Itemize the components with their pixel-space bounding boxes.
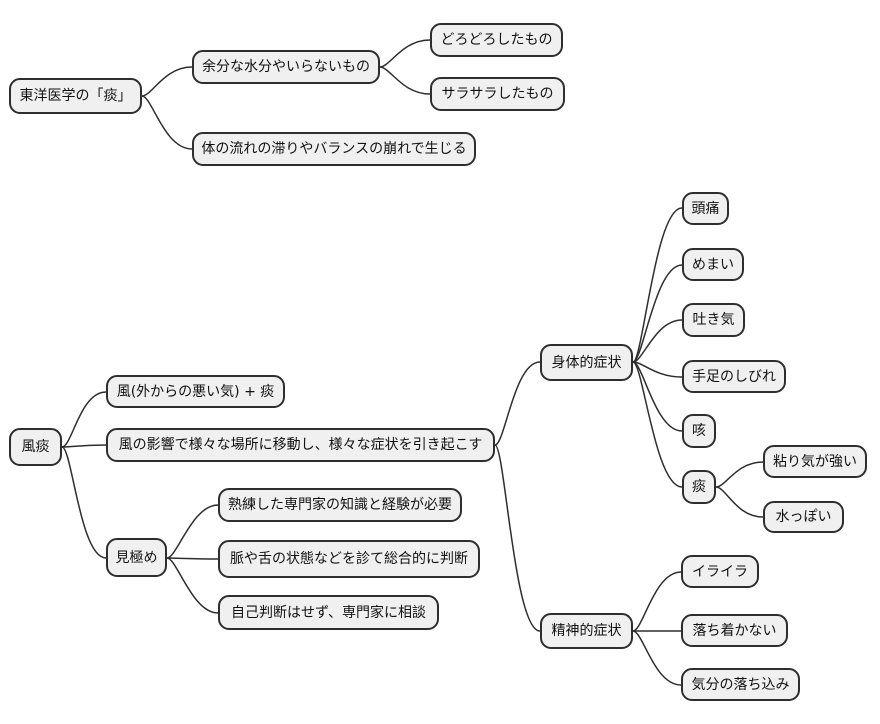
node-definition: 風(外からの悪い気) + 痰 xyxy=(106,375,285,408)
edge-movement-physical xyxy=(494,361,541,446)
edge-physical-nausea xyxy=(632,319,683,363)
edge-physical-headache xyxy=(632,207,683,363)
edge-physical-numbness xyxy=(632,361,683,378)
node-physical-symptoms: 身体的症状 xyxy=(540,344,633,381)
edge-discernment-consult xyxy=(166,557,219,614)
node-tan-root: 東洋医学の「痰」 xyxy=(9,78,142,114)
node-consult-expert: 自己判断はせず、専門家に相談 xyxy=(218,595,439,630)
node-numbness: 手足のしびれ xyxy=(682,360,786,393)
node-dizziness: めまい xyxy=(682,248,744,281)
node-nausea: 吐き気 xyxy=(682,303,745,337)
node-headache: 頭痛 xyxy=(682,192,729,225)
edge-physical-cough xyxy=(632,361,683,432)
edge-futan-definition xyxy=(61,391,107,448)
node-low-mood: 気分の落ち込み xyxy=(681,668,800,701)
node-phlegm: 痰 xyxy=(682,470,716,504)
node-expertise: 熟練した専門家の知識と経験が必要 xyxy=(218,488,462,522)
node-futan-root: 風痰 xyxy=(9,428,62,466)
node-movement: 風の影響で様々な場所に移動し、様々な症状を引き起こす xyxy=(106,428,495,462)
node-thin-type: サラサラしたもの xyxy=(430,77,565,111)
edge-discernment-expertise xyxy=(166,504,219,559)
node-restlessness: 落ち着かない xyxy=(681,614,788,647)
node-sticky: 粘り気が強い xyxy=(763,445,867,478)
edge-futan-movement xyxy=(61,444,107,448)
edge-discernment-holistic xyxy=(166,557,219,560)
edge-physical-phlegm xyxy=(632,361,683,488)
edge-excess-thick xyxy=(379,39,431,68)
node-holistic-judgment: 脈や舌の状態などを診て総合的に判断 xyxy=(218,540,480,578)
node-cough: 咳 xyxy=(682,414,716,448)
edge-tanroot-cause xyxy=(141,95,193,150)
node-excess-fluid: 余分な水分やいらないもの xyxy=(192,50,380,84)
node-mental-symptoms: 精神的症状 xyxy=(540,613,633,649)
node-cause: 体の流れの滞りやバランスの崩れで生じる xyxy=(192,132,476,166)
node-irritability: イライラ xyxy=(681,555,759,588)
node-thick-type: どろどろしたもの xyxy=(430,23,563,57)
edge-excess-thin xyxy=(379,66,431,95)
edge-phlegm-sticky xyxy=(715,461,764,488)
node-watery: 水っぽい xyxy=(763,501,844,533)
edge-phlegm-watery xyxy=(715,486,764,518)
edge-physical-dizziness xyxy=(632,264,683,363)
edge-movement-mental xyxy=(494,444,541,632)
edge-tanroot-excess xyxy=(141,66,193,97)
edge-mental-lowmood xyxy=(632,630,682,686)
node-discernment: 見極め xyxy=(106,538,167,577)
edge-futan-discernment xyxy=(61,446,107,559)
edge-mental-irritability xyxy=(632,571,682,632)
